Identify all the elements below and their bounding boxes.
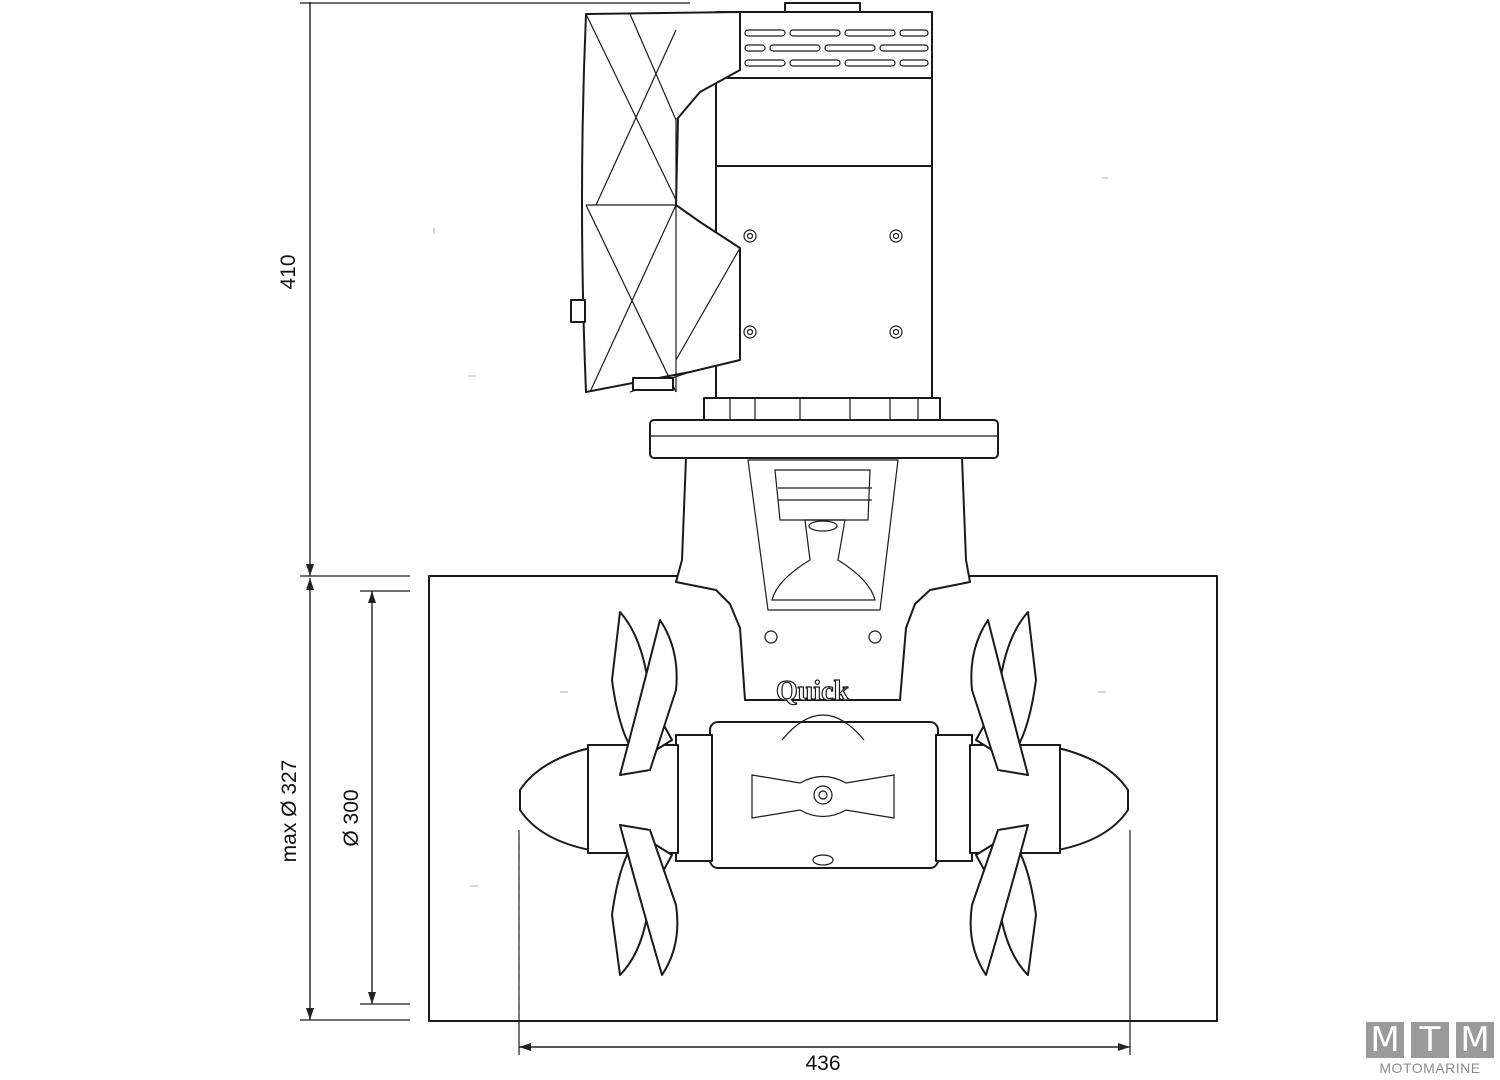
motor-body: [703, 2, 941, 423]
propeller-hub: [675, 714, 973, 869]
control-box: [570, 11, 741, 393]
watermark-letter-m2: M: [1456, 1022, 1494, 1058]
dimension-diameter-label: Ø 300: [340, 789, 363, 846]
watermark-letters: M T M: [1366, 1022, 1494, 1058]
watermark-subtitle: MOTOMARINE: [1379, 1060, 1481, 1076]
dimension-height-label: 410: [277, 254, 300, 289]
dimension-width-label: 436: [805, 1052, 840, 1075]
gear-leg: [675, 457, 971, 701]
dimension-max-diameter-label: max Ø 327: [278, 760, 301, 863]
propeller-left: [519, 611, 679, 976]
dimension-lines: [300, 2, 1131, 1055]
propeller-right: [969, 611, 1129, 976]
mounting-flange: [649, 419, 999, 459]
watermark-letter-m1: M: [1366, 1022, 1404, 1058]
quick-brand-label: Quick: [776, 676, 850, 707]
faint-reference-marks: [433, 177, 1108, 887]
mtm-motomarine-watermark: M T M MOTOMARINE: [1366, 1022, 1494, 1076]
watermark-letter-t: T: [1411, 1022, 1449, 1058]
